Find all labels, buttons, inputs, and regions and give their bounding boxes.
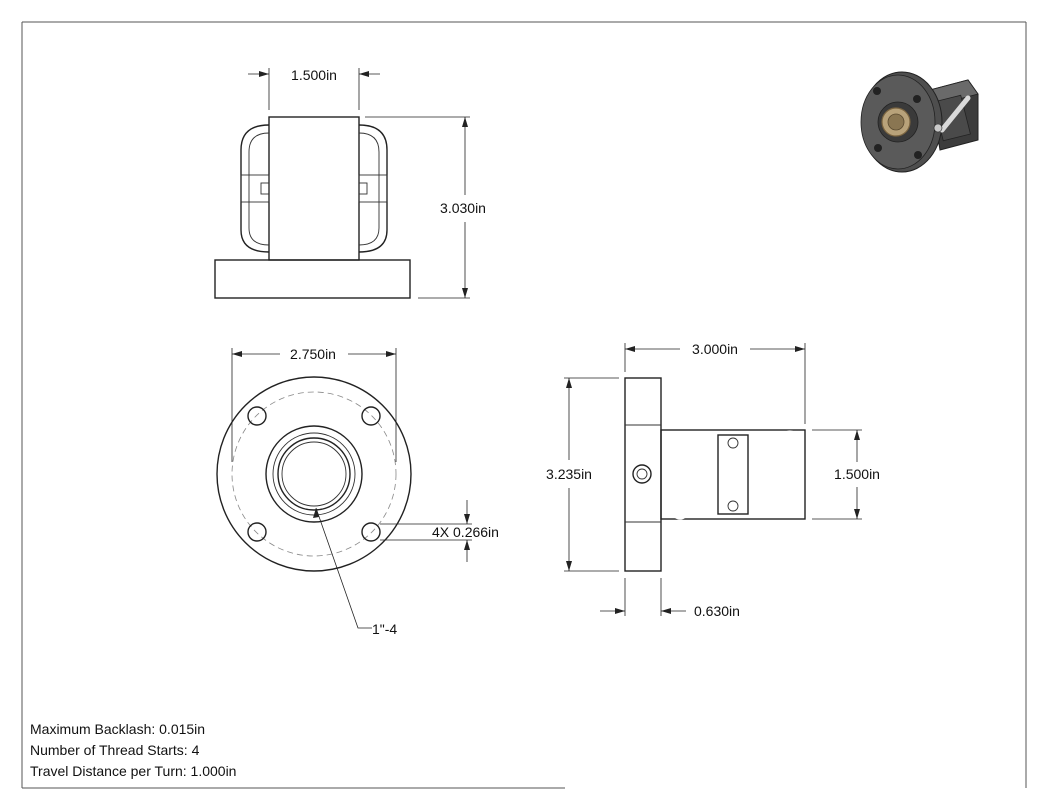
dim-side-height: 3.235in	[546, 466, 592, 482]
front-view	[216, 348, 472, 629]
dim-side-body-height: 1.500in	[834, 466, 880, 482]
note-backlash: Maximum Backlash: 0.015in	[30, 721, 205, 737]
dim-thread: 1"-4	[372, 621, 397, 637]
clamp-plate	[717, 434, 749, 515]
bolt-hole	[361, 522, 381, 542]
bolt-hole	[247, 406, 267, 426]
flange-outer-circle	[216, 376, 412, 572]
top-view-flange	[214, 259, 411, 299]
note-travel: Travel Distance per Turn: 1.000in	[30, 763, 236, 779]
side-view-body	[660, 429, 806, 520]
dim-flange-diameter: 2.750in	[290, 346, 336, 362]
dim-side-length: 3.000in	[692, 341, 738, 357]
hub-circle	[265, 425, 363, 523]
top-view-left-clip	[240, 124, 270, 253]
dim-top-width: 1.500in	[291, 67, 337, 83]
top-view-body	[268, 116, 360, 261]
side-view-flange	[624, 377, 662, 572]
thread-bore	[277, 437, 351, 511]
grease-fitting	[632, 464, 652, 484]
dim-top-height: 3.030in	[440, 200, 486, 216]
dim-flange-thickness: 0.630in	[694, 603, 740, 619]
top-view-right-clip	[358, 124, 388, 253]
bolt-circle	[231, 391, 397, 557]
isometric-view	[860, 71, 979, 173]
sheet-border	[21, 21, 1027, 789]
side-view	[564, 343, 862, 616]
dim-holes: 4X 0.266in	[432, 524, 499, 540]
bolt-hole	[361, 406, 381, 426]
bolt-hole	[247, 522, 267, 542]
note-thread-starts: Number of Thread Starts: 4	[30, 742, 200, 758]
top-view	[214, 68, 470, 299]
